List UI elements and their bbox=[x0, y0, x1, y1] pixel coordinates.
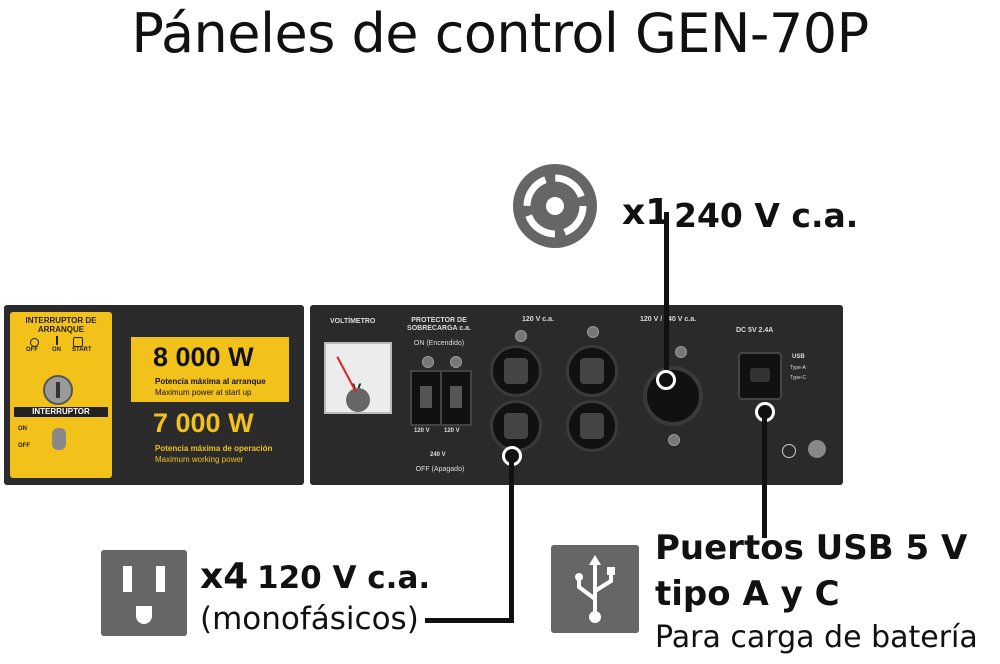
callout-line-240 bbox=[664, 212, 669, 378]
off-apagado-label: OFF (Apagado) bbox=[415, 466, 465, 473]
usb-label: USB bbox=[792, 354, 805, 360]
screw bbox=[675, 346, 687, 358]
ground-terminal bbox=[808, 440, 826, 458]
off-label: OFF bbox=[26, 347, 38, 353]
voltmeter-knob bbox=[346, 388, 370, 412]
type-a-label: Type-A bbox=[790, 365, 806, 371]
start-switch-label: INTERRUPTOR DE ARRANQUE bbox=[25, 316, 97, 334]
callout-line-120-h bbox=[425, 618, 514, 623]
on-label: ON bbox=[52, 347, 61, 353]
usb-ports[interactable] bbox=[738, 352, 782, 400]
breaker-120-a: 120 V bbox=[414, 428, 430, 434]
switch-off-label: OFF bbox=[18, 443, 30, 449]
outlet-120-label: 120 V c.a. bbox=[522, 316, 554, 323]
usb-line-2: tipo A y C bbox=[655, 574, 840, 614]
outlet-120-3[interactable] bbox=[490, 400, 542, 452]
start-power-value: 8 000 W bbox=[153, 342, 254, 372]
breaker-right[interactable] bbox=[440, 370, 472, 426]
usb-line-1: Puertos USB 5 V bbox=[655, 528, 968, 568]
screw bbox=[668, 434, 680, 446]
breaker-left[interactable] bbox=[410, 370, 442, 426]
callout-240-count: x1 bbox=[622, 192, 671, 233]
start-power-box bbox=[131, 337, 289, 402]
callout-dot-240 bbox=[656, 370, 676, 390]
switch-on-label: ON bbox=[18, 426, 27, 432]
screw bbox=[587, 326, 599, 338]
start-power-en: Maximum power at start up bbox=[155, 388, 252, 397]
outlet-120-2[interactable] bbox=[566, 345, 618, 397]
twist-lock-outlet-icon bbox=[513, 164, 597, 248]
ignition-key-switch[interactable] bbox=[43, 375, 73, 405]
start-icon bbox=[73, 337, 83, 347]
callout-120-text: 120 V c.a. bbox=[257, 560, 431, 596]
callout-120-count: x4 bbox=[200, 556, 249, 597]
screw bbox=[422, 356, 434, 368]
protector-label-2: SOBRECARGA c.a. bbox=[407, 325, 471, 332]
screw bbox=[515, 330, 527, 342]
interruptor-bar: INTERRUPTOR bbox=[14, 407, 108, 417]
voltmeter-label: VOLTÍMETRO bbox=[330, 318, 376, 325]
outlet-120-1[interactable] bbox=[490, 345, 542, 397]
protector-label-1: PROTECTOR DE bbox=[411, 317, 467, 324]
working-power-en: Maximum working power bbox=[155, 455, 244, 464]
nema-outlet-icon bbox=[101, 550, 187, 636]
screw bbox=[450, 356, 462, 368]
ground-icon bbox=[782, 444, 796, 458]
outlet-120-4[interactable] bbox=[566, 400, 618, 452]
callout-line-usb bbox=[762, 416, 767, 538]
on-icon bbox=[56, 336, 58, 345]
off-icon bbox=[30, 338, 39, 347]
start-power-es: Potencia máxima al arranque bbox=[155, 377, 266, 386]
callout-240-text: 240 V c.a. bbox=[674, 196, 859, 235]
on-encendido-label: ON (Encendido) bbox=[413, 340, 465, 347]
usb-icon bbox=[551, 545, 639, 633]
type-c-label: Type-C bbox=[790, 375, 807, 381]
breaker-120-b: 120 V bbox=[444, 428, 460, 434]
voltmeter: V bbox=[324, 342, 392, 414]
working-power-es: Potencia máxima de operación bbox=[155, 444, 273, 453]
start-label: START bbox=[72, 347, 92, 353]
page-title: Páneles de control GEN-70P bbox=[131, 2, 869, 65]
dc-label: DC 5V 2.4A bbox=[736, 327, 774, 334]
usb-line-3: Para carga de batería bbox=[655, 620, 978, 655]
engine-switch[interactable] bbox=[52, 428, 66, 450]
callout-120-sub: (monofásicos) bbox=[200, 601, 419, 637]
breaker-240: 240 V bbox=[430, 452, 446, 458]
callout-line-120-v bbox=[509, 460, 514, 623]
working-power-value: 7 000 W bbox=[153, 408, 254, 438]
